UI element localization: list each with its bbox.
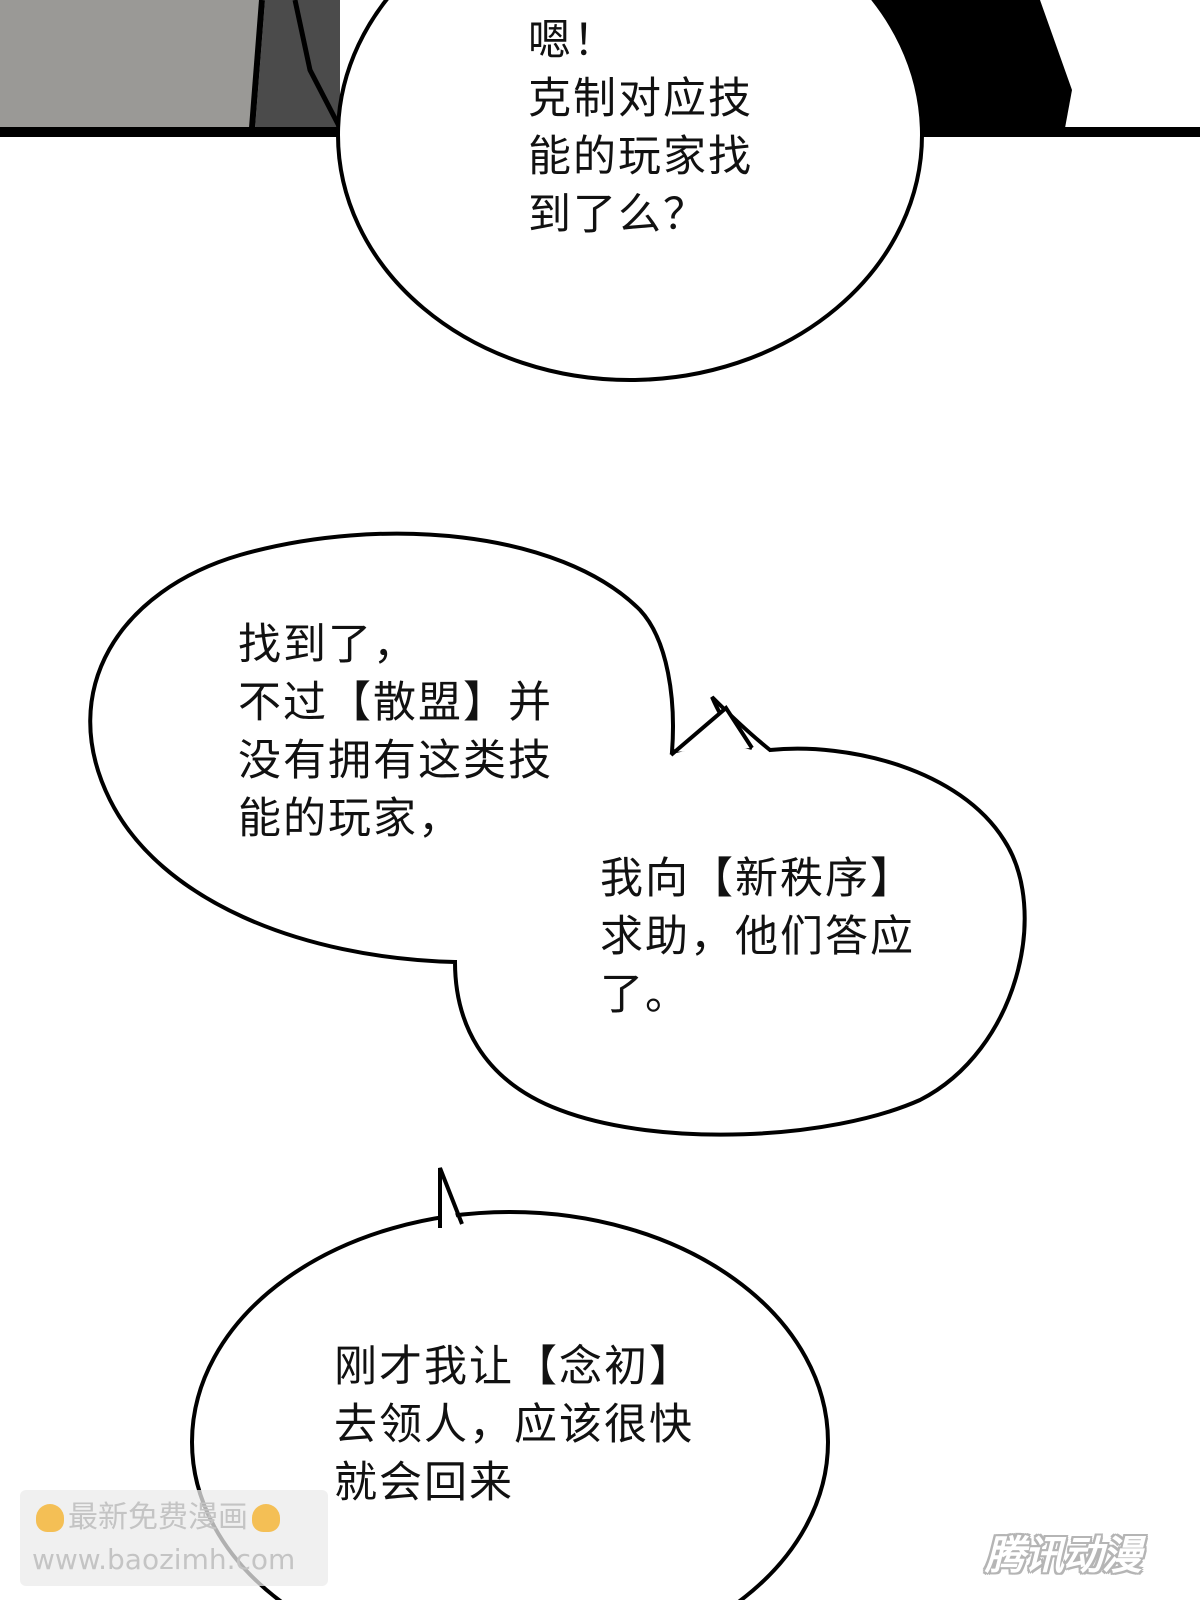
speech-bubble-middle	[88, 531, 1027, 1137]
watermark-url[interactable]: www.baozimh.com	[32, 1543, 296, 1576]
bubble-middle-a-line-1: 找到了，	[238, 620, 418, 670]
panel-dark-figure	[255, 0, 340, 128]
bubble-top-line-2: 克制对应技	[528, 74, 753, 124]
bubble-top-line-1: 嗯！	[528, 16, 618, 66]
publisher-logo-text: 腾讯动漫	[985, 1533, 1142, 1579]
bubble-middle-b-line-3: 了。	[600, 970, 690, 1020]
bubble-middle-text-a: 找到了， 不过【散盟】并 没有拥有这类技 能的玩家，	[238, 616, 553, 848]
bubble-middle-text-b: 我向【新秩序】 求助，他们答应 了。	[600, 850, 915, 1024]
bubble-middle-b-line-1: 我向【新秩序】	[600, 854, 915, 904]
bubble-bottom-line-3: 就会回来	[334, 1458, 514, 1508]
bubble-middle-a-line-4: 能的玩家，	[238, 794, 463, 844]
watermark-title-row: 最新免费漫画	[32, 1498, 284, 1538]
bubble-bottom-line-2: 去领人，应该很快	[334, 1400, 694, 1450]
bubble-top-text: 嗯！ 克制对应技 能的玩家找 到了么？	[528, 12, 753, 244]
watermark-title: 最新免费漫画	[68, 1500, 248, 1535]
bubble-middle-b-line-2: 求助，他们答应	[600, 912, 915, 962]
bubble-top-line-3: 能的玩家找	[528, 132, 753, 182]
bubble-bottom-text: 刚才我让【念初】 去领人，应该很快 就会回来	[334, 1338, 694, 1512]
speech-bubble-top	[336, 0, 924, 382]
panel-figure-outline-2	[292, 0, 343, 130]
bubble-bottom-line-1: 刚才我让【念初】	[334, 1342, 694, 1392]
pointing-hand-icon	[36, 1504, 64, 1532]
publisher-logo: 腾讯动漫	[985, 1520, 1180, 1592]
site-watermark[interactable]: 最新免费漫画 www.baozimh.com	[20, 1490, 328, 1586]
bubble-middle-a-line-3: 没有拥有这类技	[238, 736, 553, 786]
speech-bubble-bottom	[190, 1167, 830, 1600]
bubble-top-line-4: 到了么？	[528, 190, 708, 240]
panel-figure-outline	[249, 0, 265, 129]
pointing-hand-icon	[252, 1504, 280, 1532]
panel-gray-wall	[0, 0, 265, 128]
bubble-middle-a-line-2: 不过【散盟】并	[238, 678, 553, 728]
